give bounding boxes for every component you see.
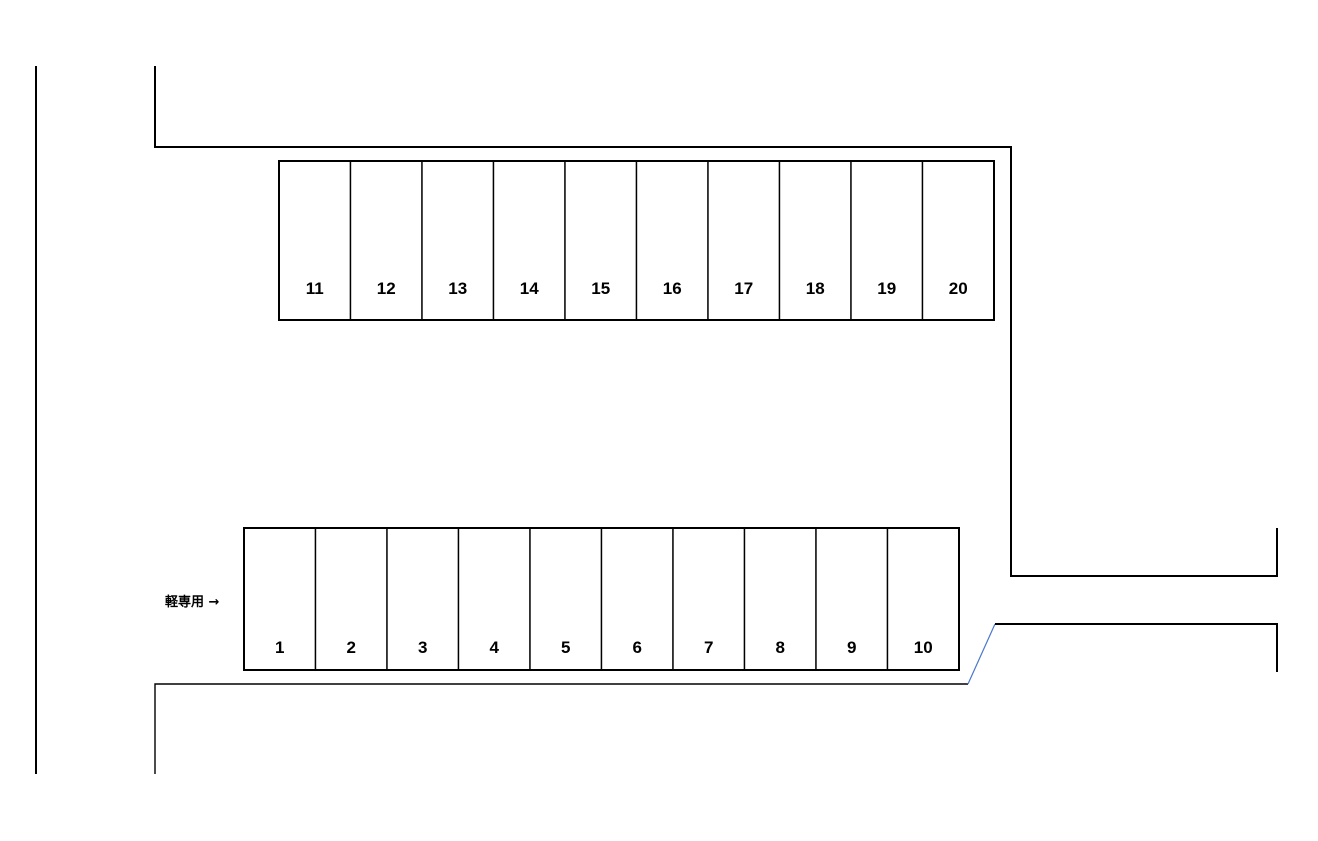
stall-number-3: 3 — [418, 638, 427, 657]
parking-stall-10 — [886, 527, 960, 671]
driveway-edge-line — [995, 623, 1278, 672]
kei-only-note: 軽専用 → — [165, 594, 220, 610]
stall-number-9: 9 — [847, 638, 856, 657]
bottom-stall-row: 1 2 3 4 5 6 7 8 9 10 — [243, 527, 960, 671]
stall-number-16: 16 — [663, 279, 682, 298]
stall-number-5: 5 — [561, 638, 570, 657]
parking-stall-16 — [635, 160, 709, 321]
parking-stall-3 — [386, 527, 460, 671]
stall-number-11: 11 — [306, 279, 324, 298]
parking-stall-13 — [421, 160, 495, 321]
stall-number-1: 1 — [275, 638, 284, 657]
parking-stall-4 — [457, 527, 531, 671]
parking-stall-17 — [707, 160, 781, 321]
parking-stall-8 — [743, 527, 817, 671]
lower-boundary-line — [154, 683, 968, 774]
stall-number-7: 7 — [704, 638, 713, 657]
stall-number-2: 2 — [347, 638, 356, 657]
stall-number-18: 18 — [806, 279, 825, 298]
bottom-stalls-frame — [243, 527, 960, 671]
stall-number-13: 13 — [448, 279, 467, 298]
stall-number-17: 17 — [734, 279, 753, 298]
top-stall-row: 11 12 13 14 15 16 17 18 19 20 — [278, 160, 995, 321]
parking-stall-2 — [314, 527, 388, 671]
stall-number-15: 15 — [591, 279, 610, 298]
stall-number-6: 6 — [633, 638, 642, 657]
top-stalls-frame — [278, 160, 995, 321]
stall-number-12: 12 — [377, 279, 396, 298]
stall-number-10: 10 — [914, 638, 933, 657]
stall-number-19: 19 — [877, 279, 896, 298]
stall-number-20: 20 — [949, 279, 968, 298]
parking-stall-14 — [492, 160, 566, 321]
stall-number-4: 4 — [490, 638, 500, 657]
parking-stall-9 — [815, 527, 889, 671]
upper-boundary-line — [154, 66, 1278, 577]
stall-number-8: 8 — [776, 638, 785, 657]
driveway-angled-edge — [967, 623, 996, 685]
stall-number-14: 14 — [520, 279, 539, 298]
